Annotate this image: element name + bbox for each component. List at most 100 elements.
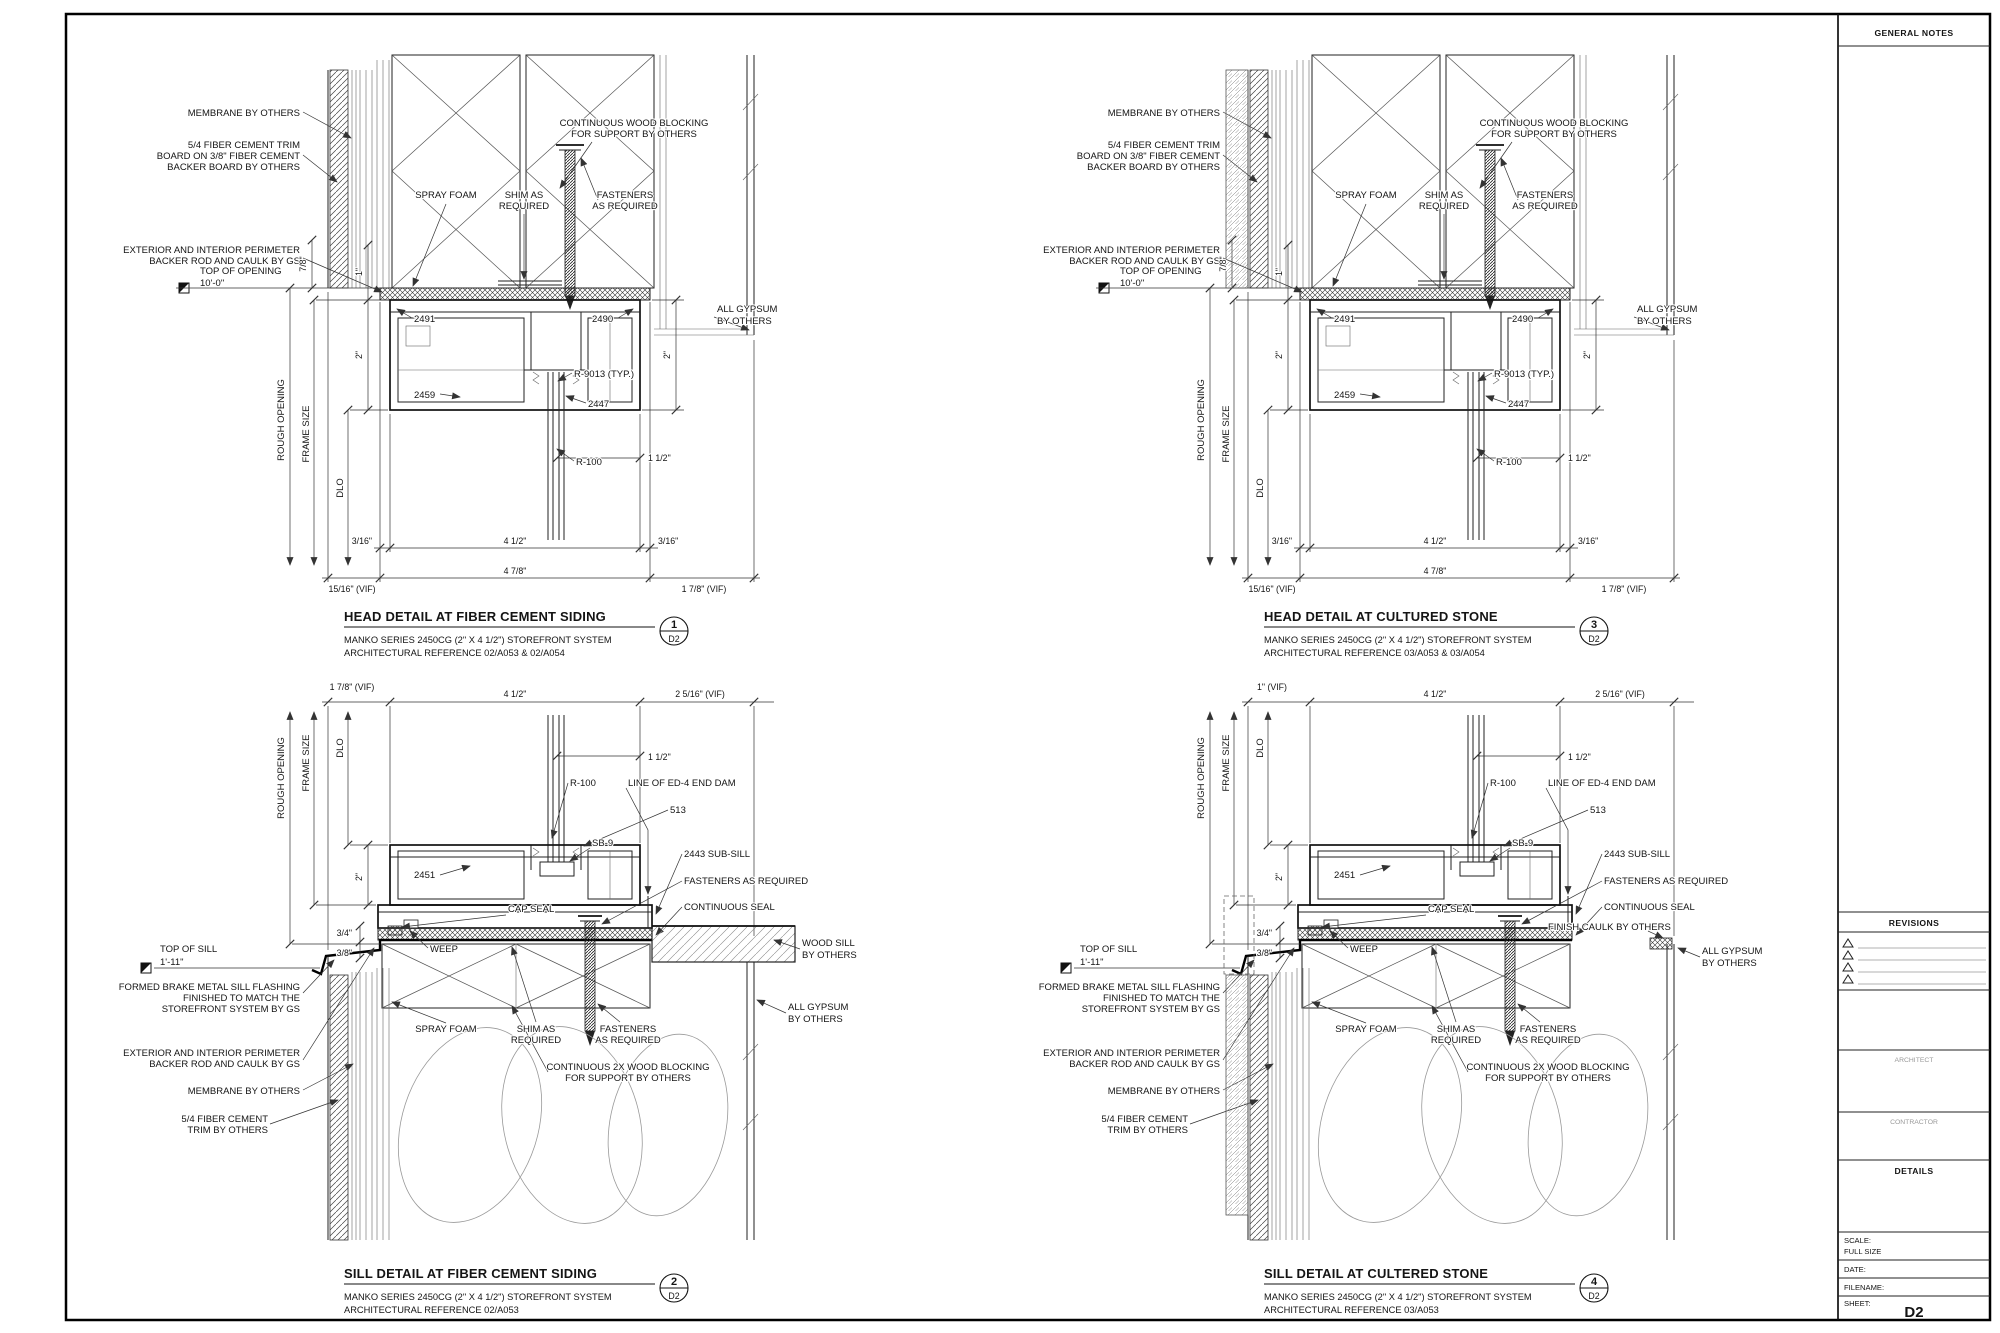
dim-1-vif: 1" (VIF) [1257, 682, 1287, 692]
part-r9013: R-9013 (TYP.) [574, 369, 634, 380]
detail-title: HEAD DETAIL AT CULTURED STONE [1264, 609, 1498, 624]
dim-1-1-2: 1 1/2" [648, 752, 671, 762]
part-2447: 2447 [588, 399, 609, 410]
sheet-number: D2 [1904, 1304, 1923, 1321]
revision-triangle-icon [1842, 974, 1854, 984]
label-gypsum-line1: ALL GYPSUM [1702, 946, 1762, 957]
detail-sheet: D2 [1588, 634, 1599, 644]
detail-sheet: D2 [668, 634, 679, 644]
detail-reference: ARCHITECTURAL REFERENCE 03/A053 & 03/A05… [1264, 648, 1485, 658]
detail-sheet: D2 [1588, 1291, 1599, 1301]
sill-leader-lines [269, 782, 683, 1125]
detail-title: SILL DETAIL AT CULTERED STONE [1264, 1266, 1488, 1281]
dim-dlo: DLO [335, 738, 346, 758]
sill-fcs-labels: R-100 LINE OF ED-4 END DAM 513 SB-9 2443… [118, 688, 810, 1137]
sheet-border [64, 12, 1992, 1322]
detail-system: MANKO SERIES 2450CG (2" X 4 1/2") STOREF… [1264, 635, 1532, 645]
label-trim-line2: BOARD ON 3/8" FIBER CEMENT [157, 151, 300, 162]
detail-title-head-fcs: HEAD DETAIL AT FIBER CEMENT SIDING MANKO… [343, 608, 689, 659]
dim-rough-opening: ROUGH OPENING [276, 737, 287, 819]
label-fasteners-required: FASTENERS AS REQUIRED [684, 876, 808, 887]
cultured-stone-veneer-head [1225, 69, 1249, 289]
sill-fcs-unique-labels: 1 7/8" (VIF) WOOD SILL BY OTHERS ALL GYP… [329, 681, 858, 1026]
detail-system: MANKO SERIES 2450CG (2" X 4 1/2") STOREF… [1264, 1292, 1532, 1302]
sheet-label: SHEET: [1844, 1299, 1871, 1308]
label-top-of-sill-elev: 1'-11" [160, 957, 184, 968]
detail-title: HEAD DETAIL AT FIBER CEMENT SIDING [344, 609, 606, 624]
wood-sill-stool [651, 925, 801, 1014]
detail-reference: ARCHITECTURAL REFERENCE 02/A053 [344, 1305, 519, 1315]
head-shims [498, 280, 562, 286]
dim-1-1-2: 1 1/2" [648, 453, 671, 463]
dim-4-1-2: 4 1/2" [504, 689, 527, 699]
label-shim-line1: SHIM AS [517, 1024, 556, 1035]
architect-box-label: ARCHITECT [1895, 1057, 1934, 1064]
sill-wall-below [327, 956, 759, 1241]
label-fasteners-line1: FASTENERS [597, 190, 654, 201]
part-2459: 2459 [414, 390, 435, 401]
contractor-box-label: CONTRACTOR [1890, 1119, 1938, 1126]
dim-frame-size: FRAME SIZE [301, 734, 312, 791]
label-flashing-line1: FORMED BRAKE METAL SILL FLASHING [119, 982, 300, 993]
head-fcs-labels: MEMBRANE BY OTHERS 5/4 FIBER CEMENT TRIM… [122, 107, 778, 595]
detail-title-sill-fcs: SILL DETAIL AT FIBER CEMENT SIDING MANKO… [343, 1265, 689, 1316]
dim-1: 1" [354, 268, 364, 276]
dim-1-7-8-vif: 1 7/8" (VIF) [682, 584, 727, 594]
label-spray-foam: SPRAY FOAM [415, 190, 476, 201]
sill-frame-extrusion [377, 844, 653, 941]
sill-datum-marker [140, 962, 320, 974]
detail-number: 3 [1591, 619, 1597, 631]
detail-title-sill-cs: SILL DETAIL AT CULTERED STONE MANKO SERI… [1263, 1265, 1609, 1316]
cultured-stone-sill-extras [1223, 895, 1701, 1216]
part-2491: 2491 [414, 314, 435, 325]
label-spray-foam: SPRAY FOAM [415, 1024, 476, 1035]
detail-number: 1 [671, 619, 677, 631]
label-flashing-line2: FINISHED TO MATCH THE [183, 993, 300, 1004]
dim-15-16-vif: 15/16" (VIF) [328, 584, 375, 594]
scale-value: FULL SIZE [1844, 1247, 1881, 1256]
detail-sheet: D2 [668, 1291, 679, 1301]
label-perimeter-line2: BACKER ROD AND CAULK BY GS [149, 256, 300, 267]
label-flashing-line3: STOREFRONT SYSTEM BY GS [162, 1004, 300, 1015]
dim-2-5-16-vif: 2 5/16" (VIF) [675, 689, 725, 699]
head-datum-marker [176, 282, 390, 294]
label-continuous-seal: CONTINUOUS SEAL [684, 902, 775, 913]
head-detail-linework [176, 54, 760, 583]
part-513: 513 [670, 805, 686, 816]
label-blocking-line2: FOR SUPPORT BY OTHERS [571, 129, 697, 140]
label-subsill: 2443 SUB-SILL [684, 849, 750, 860]
head-dimension-lines [285, 235, 760, 583]
label-membrane: MEMBRANE BY OTHERS [188, 108, 300, 119]
label-gypsum-line1: ALL GYPSUM [788, 1002, 848, 1013]
detail-number: 2 [671, 1276, 677, 1288]
label-gypsum-line2: BY OTHERS [1702, 958, 1757, 969]
label-perimeter-line2: BACKER ROD AND CAULK BY GS [149, 1059, 300, 1070]
label-top-of-opening-elev: 10'-0" [200, 278, 224, 289]
sill-glass [547, 715, 565, 862]
general-notes-header: GENERAL NOTES [1874, 28, 1953, 38]
label-wood-sill-line1: WOOD SILL [802, 938, 855, 949]
label-perimeter-line1: EXTERIOR AND INTERIOR PERIMETER [123, 245, 300, 256]
part-r100: R-100 [570, 778, 596, 789]
sill-wood-blocking [381, 943, 651, 1009]
head-cs-labels [1042, 106, 1699, 596]
head-glass [547, 372, 565, 540]
revision-triangle-icon [1842, 962, 1854, 972]
label-shim-line2: REQUIRED [511, 1035, 561, 1046]
revision-triangle-icon [1842, 938, 1854, 948]
dim-3-16-right: 3/16" [658, 536, 678, 546]
part-2451: 2451 [414, 870, 435, 881]
label-finish-caulk: FINISH CAULK BY OTHERS [1548, 922, 1671, 933]
scale-label: SCALE: [1844, 1236, 1871, 1245]
label-blocking-line1: CONTINUOUS 2X WOOD BLOCKING [546, 1062, 709, 1073]
dim-3-16-left: 3/16" [352, 536, 372, 546]
head-leader-lines [302, 111, 750, 462]
part-r100: R-100 [576, 457, 602, 468]
label-cap-seal: CAP SEAL [508, 904, 554, 915]
label-weep: WEEP [430, 944, 458, 955]
sill-dimension-lines [285, 697, 774, 963]
label-top-of-opening: TOP OF OPENING [200, 266, 281, 277]
date-label: DATE: [1844, 1265, 1866, 1274]
